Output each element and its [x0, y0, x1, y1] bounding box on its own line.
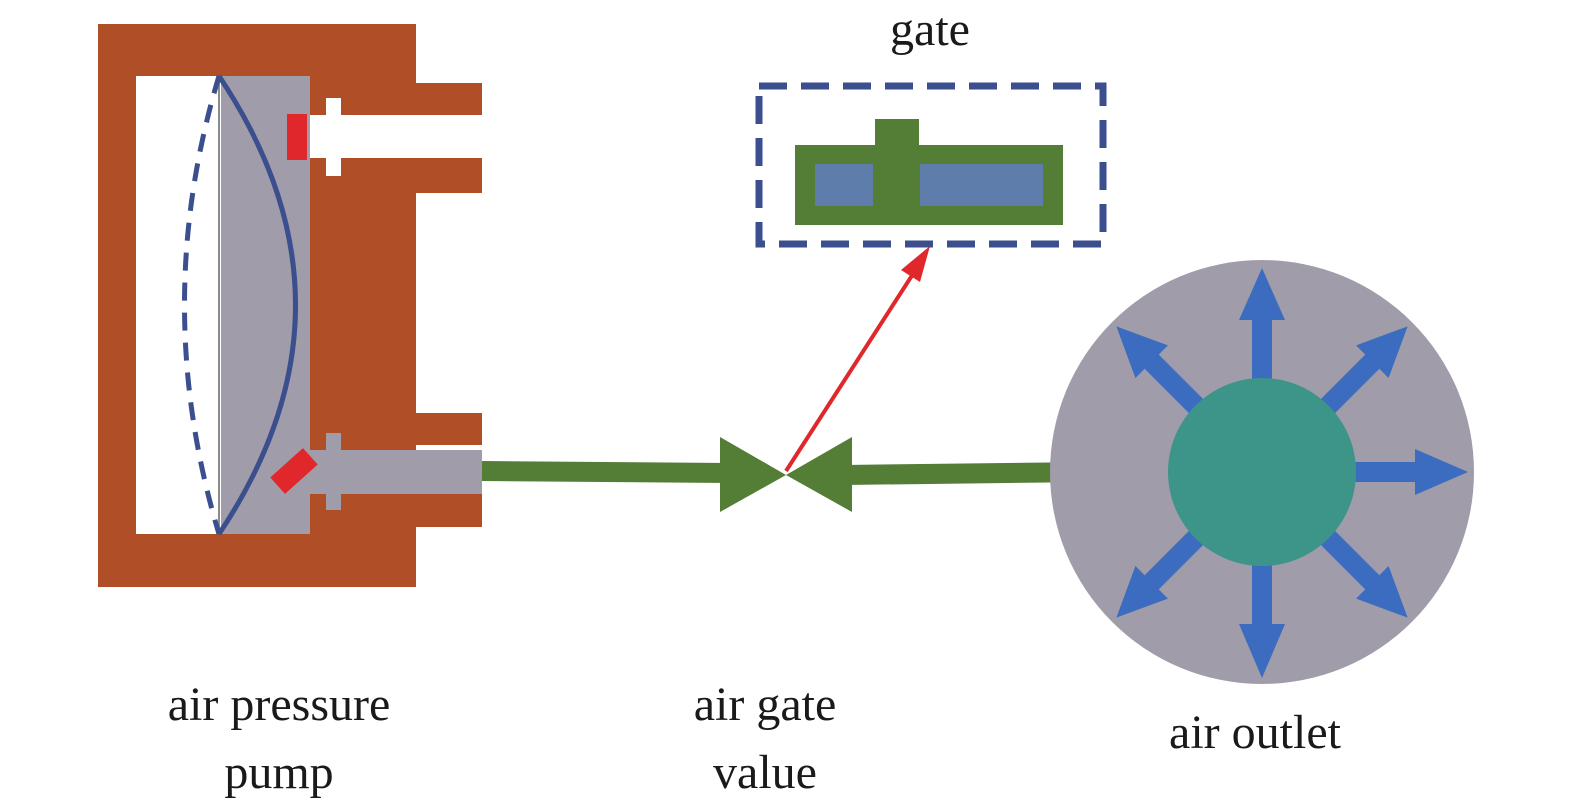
outlet-arrow-ul-head — [1116, 326, 1168, 378]
gate-slot-right — [920, 164, 1043, 206]
outlet-arrow-dl-shaft — [1136, 527, 1207, 598]
gate-slot-left — [815, 164, 873, 206]
pump-top-nozzle — [416, 83, 482, 115]
outlet-label: air outlet — [1169, 706, 1342, 759]
outlet-arrows — [1116, 268, 1468, 678]
diaphragm-solid — [216, 74, 298, 536]
valve-label-line2: value — [713, 746, 817, 799]
pump-bottom-nozzle — [416, 413, 482, 445]
outlet-arrow-dr-head — [1356, 566, 1408, 618]
diaphragm-dashed — [182, 75, 222, 535]
valve-left-triangle — [720, 437, 786, 512]
bottom-check-valve — [270, 448, 318, 494]
air-pressure-pump-icon — [98, 24, 482, 587]
outlet-arrow-down-head — [1239, 624, 1285, 678]
radial-outlet-icon — [1050, 260, 1474, 684]
pump-top-nozzle-lower — [416, 158, 482, 193]
gate-pointer-arrowhead — [901, 246, 930, 282]
outlet-arrow-ur-shaft — [1317, 346, 1388, 417]
top-check-valve — [287, 114, 307, 160]
valve-label-line1: air gate — [694, 678, 837, 731]
pump-cavity — [136, 76, 221, 534]
gate-dashed-frame — [755, 82, 1107, 248]
outlet-arrow-right-head — [1415, 449, 1468, 495]
pump-outlet-channel — [310, 433, 482, 510]
outlet-arrow-dr-shaft — [1317, 527, 1388, 598]
outlet-core — [1168, 378, 1356, 566]
pump-intake-channel — [310, 98, 482, 176]
gate-stem — [875, 119, 919, 149]
pump-label-line1: air pressure — [168, 678, 391, 731]
outlet-arrow-right-shaft — [1350, 462, 1425, 482]
pump-bottom-nozzle-lower — [416, 494, 482, 527]
valve-right-triangle — [786, 437, 852, 512]
pump-label-line2: pump — [224, 746, 333, 799]
outlet-arrow-ul-shaft — [1136, 346, 1207, 417]
gate-pointer-arrow — [784, 256, 925, 473]
outlet-arrow-ur-head — [1356, 326, 1408, 378]
outlet-arrow-up-shaft — [1252, 305, 1272, 385]
gate-label: gate — [890, 3, 970, 56]
outlet-arrow-down-shaft — [1252, 560, 1272, 635]
bowtie-valve-icon — [720, 437, 852, 512]
pipe-pump-to-valve — [481, 461, 731, 483]
gate-detail-icon — [755, 82, 1107, 248]
outlet-arrow-dl-head — [1116, 566, 1168, 618]
outlet-arrow-up-head — [1239, 268, 1285, 320]
